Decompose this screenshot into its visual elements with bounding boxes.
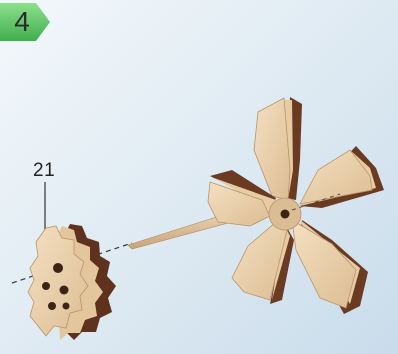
gear-part-21 xyxy=(28,224,116,340)
propeller-rotor xyxy=(208,97,384,314)
